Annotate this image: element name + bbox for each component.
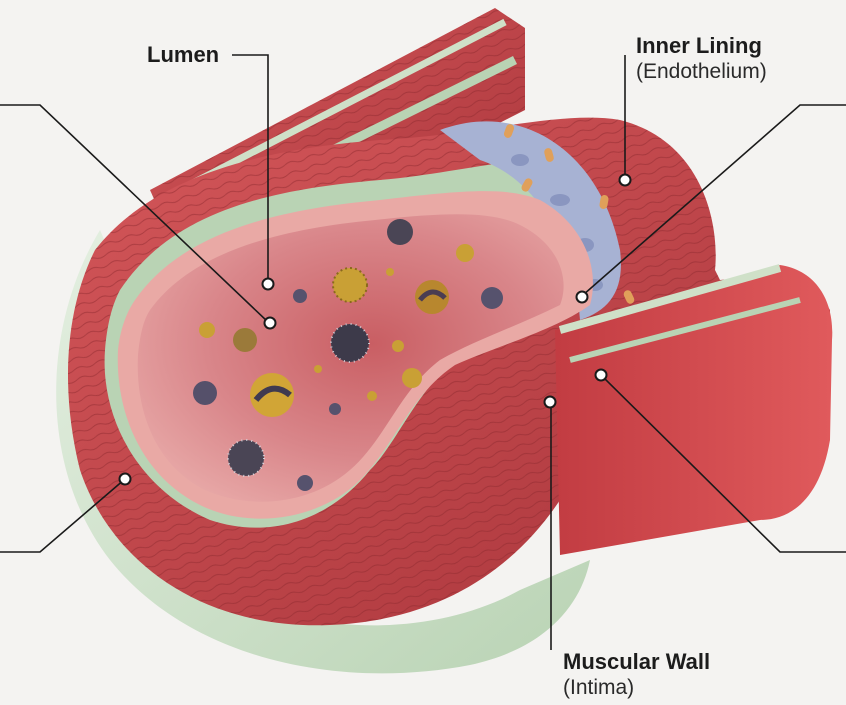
label-lumen: Lumen (147, 42, 219, 68)
label-inner-lining-subtitle: (Endothelium) (636, 59, 767, 85)
label-muscular-wall-subtitle: (Intima) (563, 675, 710, 701)
label-inner-lining: Inner Lining (Endothelium) (636, 33, 767, 85)
label-muscular-wall: Muscular Wall (Intima) (563, 649, 710, 701)
label-inner-lining-title: Inner Lining (636, 33, 767, 59)
label-muscular-wall-title: Muscular Wall (563, 649, 710, 675)
label-lumen-title: Lumen (147, 42, 219, 68)
